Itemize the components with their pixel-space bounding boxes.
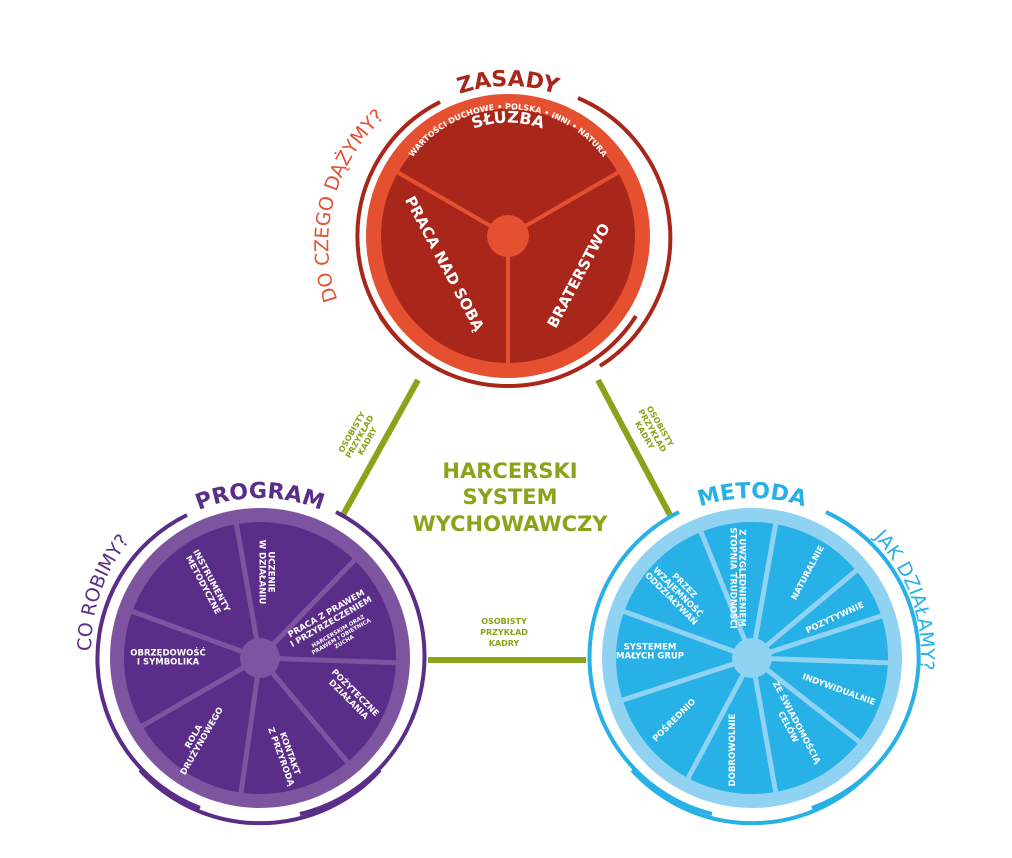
outer-arc-left (95, 513, 201, 810)
connector-label-line: OSOBISTY (481, 617, 527, 626)
connector-zasady-program (340, 378, 421, 517)
wheel-spoke (750, 567, 860, 660)
connectors (340, 378, 673, 663)
connector-label-line: KADRY (489, 639, 520, 648)
wheel-hub (240, 638, 280, 678)
wheel-program: PROGRAM CO ROBIMY? UCZENIEW DZIAŁANIUPRA… (74, 479, 427, 826)
metoda-segment-label: DOBROWOLNIE (728, 713, 738, 786)
wheel-spoke (619, 655, 753, 704)
wheel-spoke (259, 655, 399, 666)
program-segment-label: UCZENIEW DZIAŁANIU (256, 540, 275, 605)
outer-arc-right (577, 96, 673, 368)
center-title-line: HARCERSKI (442, 459, 577, 483)
wheel-spoke (751, 655, 891, 666)
wheel-spoke (258, 556, 358, 660)
outer-arc-bottom (378, 314, 638, 389)
wheel-spoke (749, 521, 779, 659)
wheel-metoda: METODA JAK DZIAŁAMY? Z UWZGLĘDNIENIEMSTO… (587, 479, 938, 826)
wheel-hub (732, 638, 772, 678)
wheel-spoke (139, 655, 262, 730)
outer-arc-right (299, 510, 427, 816)
outer-arc-left (587, 510, 713, 816)
center-title: HARCERSKI SYSTEM WYCHOWAWCZY (413, 459, 609, 536)
metoda-title-text: METODA (695, 479, 809, 512)
metoda-segment-label: Z UWZGLĘDNIENIEMSTOPNIA TRUDNOŚCI (727, 527, 746, 628)
center-title-line: WYCHOWAWCZY (413, 512, 609, 536)
connector-label-line: PRZYKŁAD (480, 628, 528, 637)
wheel-spoke (258, 656, 351, 766)
wheel-hub (487, 215, 529, 257)
outer-arc-bottom (138, 768, 382, 826)
wheel-spoke (749, 657, 779, 795)
wheel-spoke (750, 656, 863, 745)
wheel-spoke (751, 612, 885, 661)
wheel-spoke (394, 169, 509, 238)
connector-zasady-metoda (595, 378, 673, 517)
wheel-spoke (233, 521, 263, 659)
wheel-spoke (621, 608, 753, 661)
connector-label-bottom: OSOBISTY PRZYKŁAD KADRY (480, 617, 528, 648)
wheel-spoke (685, 656, 755, 782)
center-title-line: SYSTEM (462, 485, 557, 509)
wheel-spoke (129, 608, 261, 661)
wheel-zasady: ZASADY DO CZEGO DĄŻYMY? WARTOŚCI DUCHOWE… (311, 67, 673, 389)
wheel-spoke (507, 169, 622, 238)
outer-arc-bottom (630, 768, 874, 826)
wheel-spoke (697, 529, 755, 659)
metoda-title: METODA (695, 479, 809, 512)
wheel-spoke (238, 657, 263, 796)
